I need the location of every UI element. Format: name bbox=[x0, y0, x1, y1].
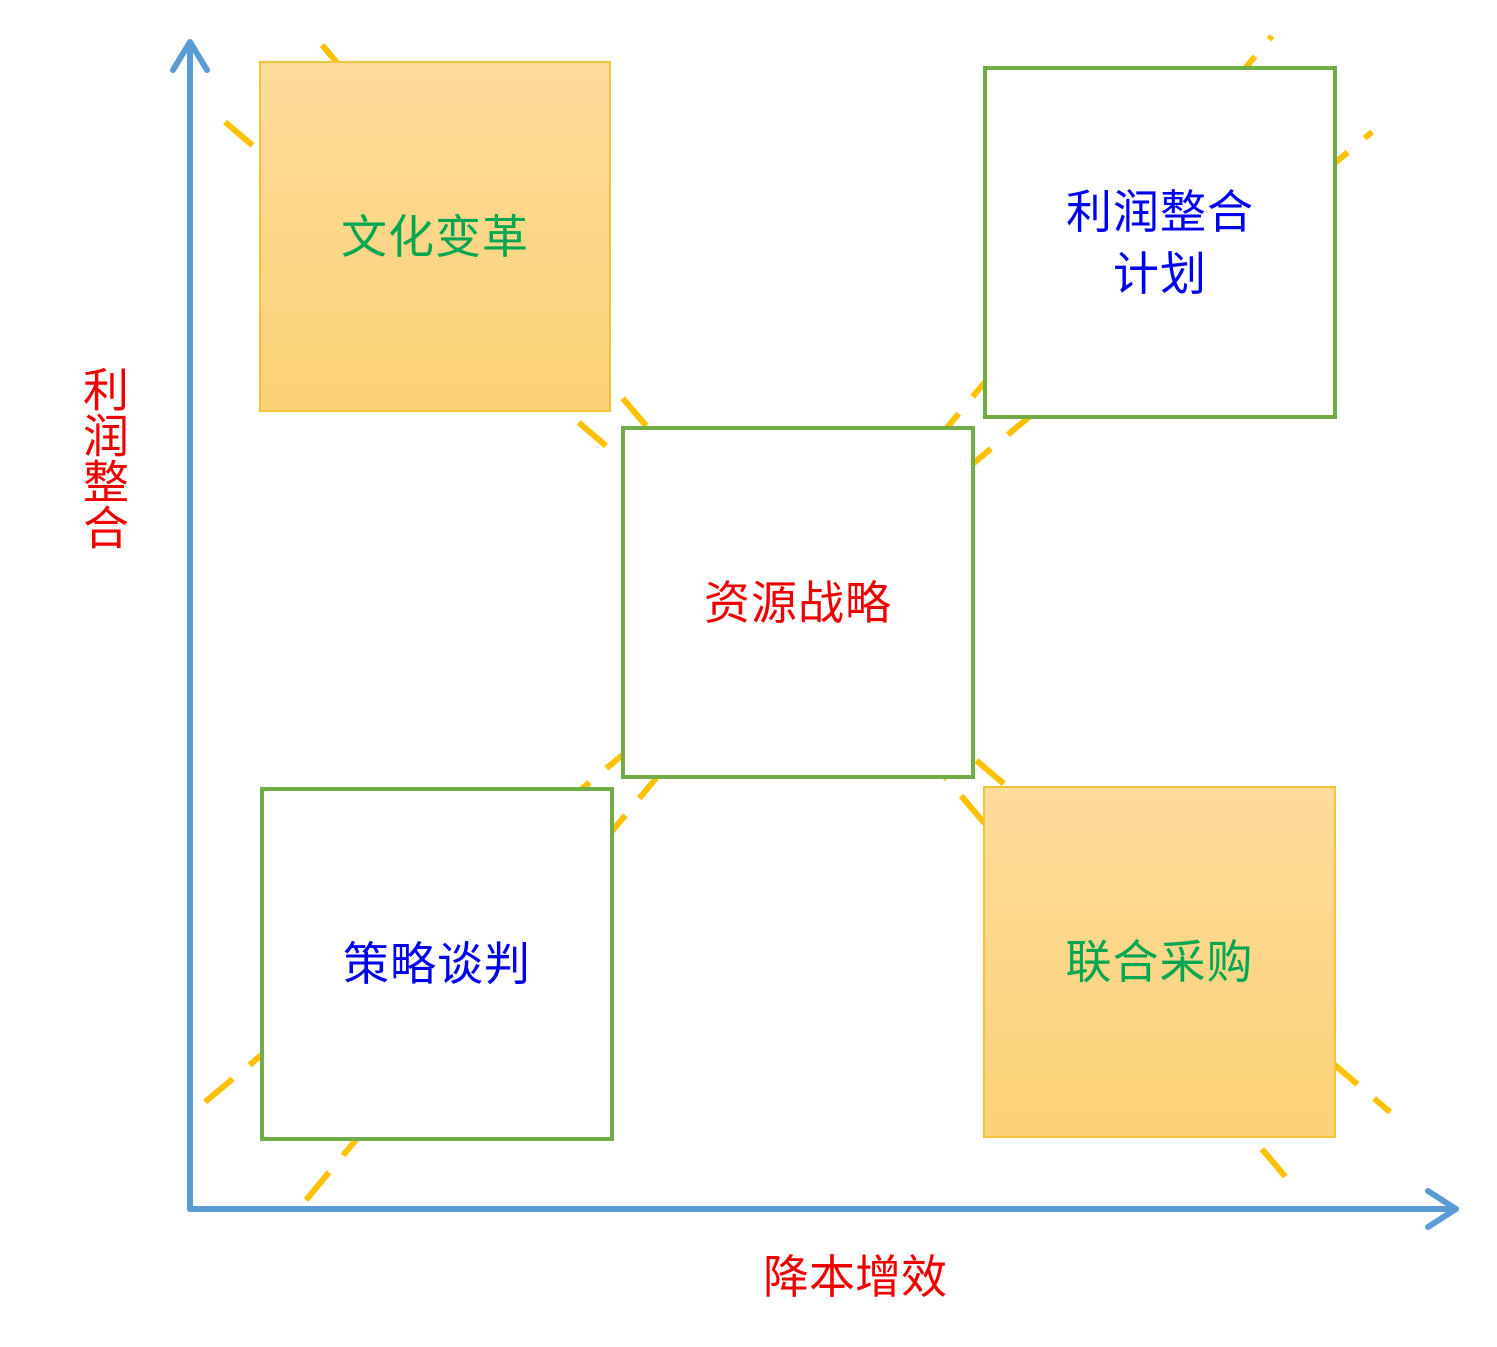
box-top-left-label: 文化变革 bbox=[341, 209, 529, 264]
box-center: 资源战略 bbox=[621, 426, 975, 779]
box-bottom-right: 联合采购 bbox=[983, 786, 1336, 1138]
box-center-label: 资源战略 bbox=[704, 575, 892, 630]
box-top-left: 文化变革 bbox=[259, 61, 611, 412]
y-axis-label: 利润整合 bbox=[76, 366, 130, 550]
x-axis-arrowhead bbox=[1425, 1188, 1459, 1230]
box-bottom-left-label: 策略谈判 bbox=[343, 937, 531, 991]
x-axis-label: 降本增效 bbox=[763, 1250, 947, 1304]
box-bottom-left: 策略谈判 bbox=[260, 787, 614, 1141]
box-top-right: 利润整合 计划 bbox=[983, 66, 1337, 419]
y-axis-arrowhead bbox=[170, 39, 210, 73]
box-bottom-right-label: 联合采购 bbox=[1065, 935, 1254, 989]
box-top-right-label: 利润整合 计划 bbox=[1066, 184, 1254, 301]
